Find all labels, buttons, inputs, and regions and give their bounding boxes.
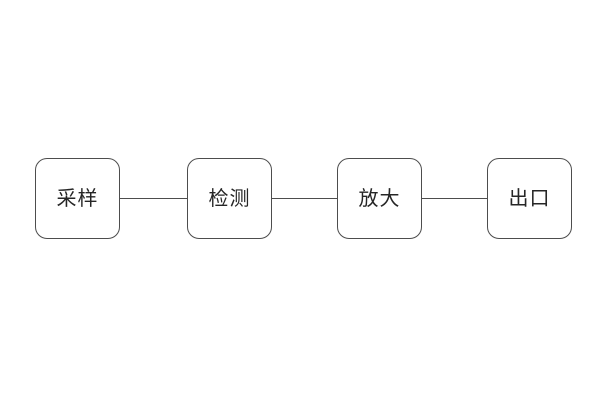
flow-node-sampling-label: 采样 bbox=[56, 187, 99, 210]
flow-node-amplification: 放大 bbox=[337, 158, 422, 239]
connector-line-amplification-output bbox=[422, 197, 487, 199]
flow-node-detection: 检测 bbox=[187, 158, 272, 239]
connector-line-detection-amplification bbox=[272, 197, 337, 199]
flow-node-output: 出口 bbox=[487, 158, 572, 239]
flow-node-sampling: 采样 bbox=[35, 158, 120, 239]
flow-node-output-label: 出口 bbox=[508, 187, 551, 210]
flow-node-amplification-label: 放大 bbox=[358, 187, 401, 210]
flow-node-detection-label: 检测 bbox=[208, 187, 251, 210]
connector-line-sampling-detection bbox=[120, 197, 187, 199]
